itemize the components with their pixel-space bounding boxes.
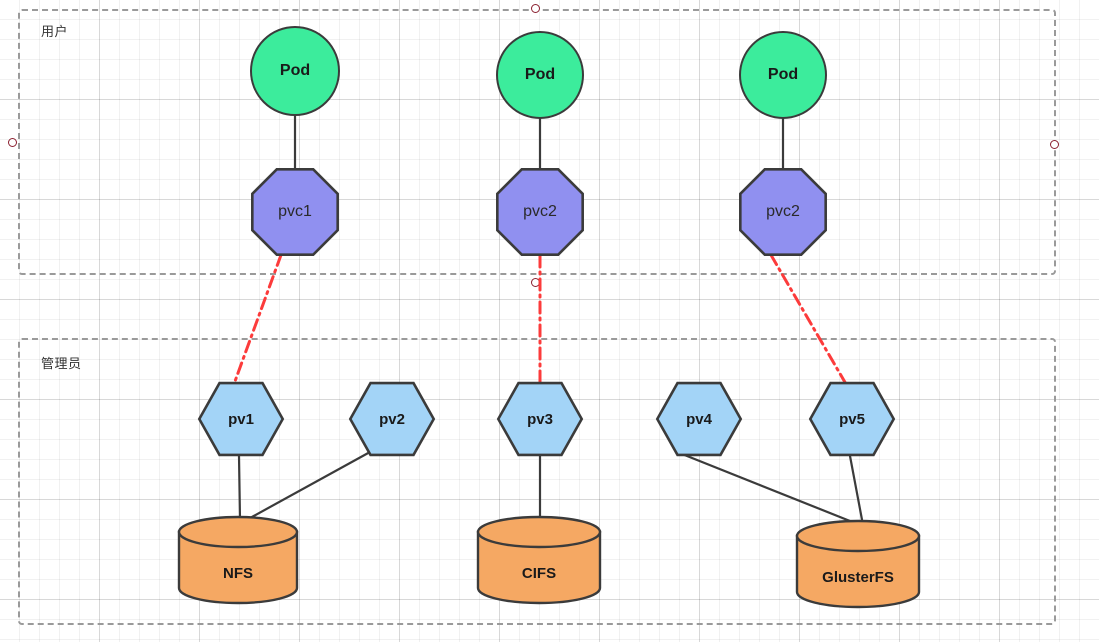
node-storage-nfs[interactable]: NFS xyxy=(177,515,299,605)
cylinder-shape xyxy=(795,519,921,609)
hexagon-shape xyxy=(809,382,895,456)
node-pvc-2b[interactable]: pvc2 xyxy=(739,168,827,256)
group-admin-label: 管理员 xyxy=(41,356,82,371)
hexagon-shape xyxy=(497,382,583,456)
node-pvc-2a[interactable]: pvc2 xyxy=(496,168,584,256)
node-pv-2[interactable]: pv2 xyxy=(349,382,435,456)
node-storage-cifs[interactable]: CIFS xyxy=(476,515,602,605)
cylinder-shape xyxy=(177,515,299,605)
node-pod-1[interactable]: Pod xyxy=(250,26,340,116)
node-pod-2[interactable]: Pod xyxy=(496,31,584,119)
group-admin[interactable] xyxy=(18,338,1056,625)
selection-handle-right-middle[interactable] xyxy=(1050,140,1059,149)
selection-handle-top-center[interactable] xyxy=(531,4,540,13)
node-pod-3[interactable]: Pod xyxy=(739,31,827,119)
hexagon-shape xyxy=(349,382,435,456)
hexagon-shape xyxy=(198,382,284,456)
selection-handle-left-middle[interactable] xyxy=(8,138,17,147)
group-user-label: 用户 xyxy=(41,24,69,39)
pod-3-label: Pod xyxy=(767,66,799,83)
node-pv-5[interactable]: pv5 xyxy=(809,382,895,456)
node-pv-3[interactable]: pv3 xyxy=(497,382,583,456)
octagon-shape xyxy=(739,168,827,256)
node-storage-glusterfs[interactable]: GlusterFS xyxy=(795,519,921,609)
node-pv-4[interactable]: pv4 xyxy=(656,382,742,456)
cylinder-shape xyxy=(476,515,602,605)
octagon-shape xyxy=(251,168,339,256)
selection-handle-bottom-center[interactable] xyxy=(531,278,540,287)
node-pvc-1[interactable]: pvc1 xyxy=(251,168,339,256)
pod-1-label: Pod xyxy=(279,62,311,79)
node-pv-1[interactable]: pv1 xyxy=(198,382,284,456)
hexagon-shape xyxy=(656,382,742,456)
octagon-shape xyxy=(496,168,584,256)
pod-2-label: Pod xyxy=(524,66,556,83)
